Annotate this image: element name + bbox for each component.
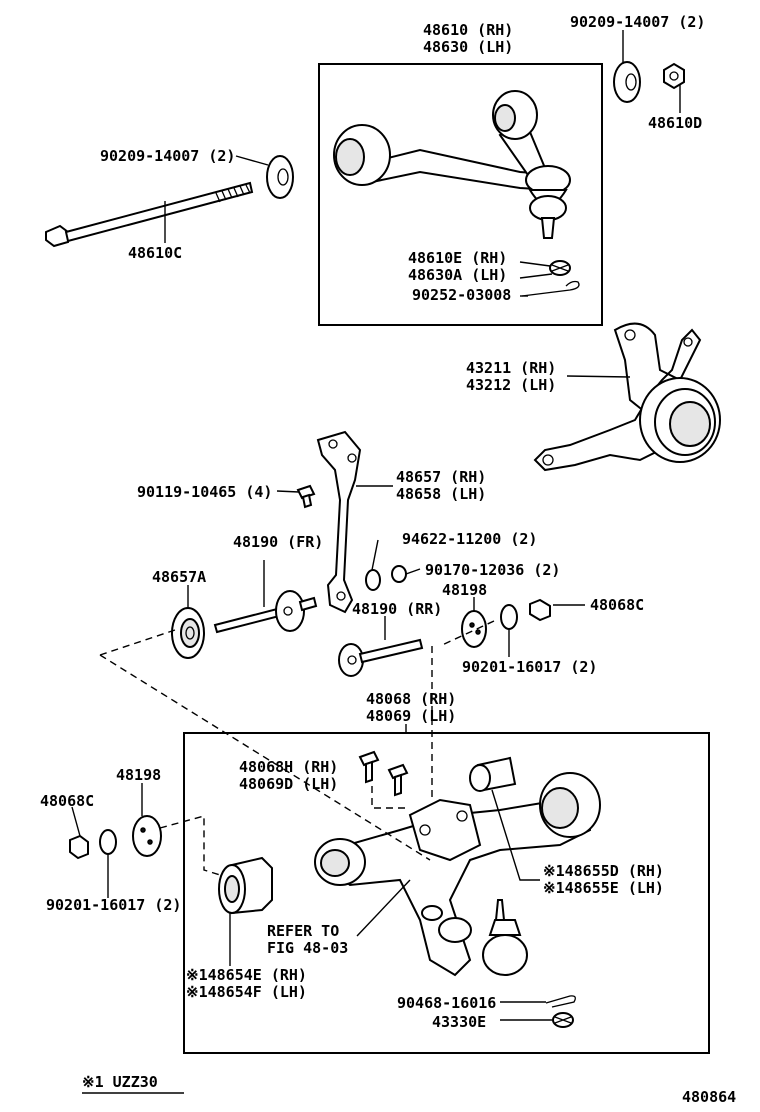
label-washer-90201-left: 90201-16017 (2) — [46, 896, 181, 914]
label-bush-rear-lh: ※148655E (LH) — [543, 879, 664, 897]
label-upper-arm-rh: 48610 (RH) — [423, 21, 513, 39]
label-bolt-90119: 90119-10465 (4) — [137, 483, 272, 501]
cotter-pin-90468 — [545, 995, 576, 1008]
diagram-id: 480864 — [682, 1088, 736, 1106]
castle-nut-43330e — [552, 1012, 574, 1028]
bolt-48610c — [45, 181, 254, 248]
label-nut-43330e: 43330E — [432, 1013, 486, 1031]
label-refer-fig: FIG 48-03 — [267, 939, 348, 957]
lower-control-arm — [314, 756, 601, 977]
upper-control-arm — [333, 90, 571, 239]
upper-arm-assembly-frame — [318, 63, 603, 326]
washer-90201-right — [500, 604, 518, 630]
label-bolt-48610c: 48610C — [128, 244, 182, 262]
label-upper-arm-lh: 48630 (LH) — [423, 38, 513, 56]
label-lower-arm-rh: 48068 (RH) — [366, 690, 456, 708]
steering-knuckle — [533, 322, 721, 472]
cam-bolt-48190-rr — [338, 638, 424, 677]
label-nut-48610e-rh: 48610E (RH) — [408, 249, 507, 267]
bushing-48654 — [218, 856, 273, 915]
label-nut-48610d: 48610D — [648, 114, 702, 132]
label-lower-arm-lh: 48069 (LH) — [366, 707, 456, 725]
cam-plate-48198-left — [132, 815, 162, 857]
bolt-90119 — [296, 484, 316, 509]
washer-94622 — [365, 569, 381, 591]
cam-plate-48198-right — [461, 610, 487, 648]
label-bush-48657a: 48657A — [152, 568, 206, 586]
strut-bracket-48657 — [316, 430, 362, 614]
label-cam-48198-left: 48198 — [116, 766, 161, 784]
label-bush-rear-rh: ※148655D (RH) — [543, 862, 664, 880]
lower-arm-assembly-frame — [183, 732, 710, 1054]
label-nut-90170: 90170-12036 (2) — [425, 561, 560, 579]
nut-48610d — [663, 62, 685, 90]
footnote: ※1 UZZ30 — [82, 1073, 158, 1091]
washer-90201-left — [99, 829, 117, 855]
cam-bolt-48190-fr — [213, 590, 318, 634]
label-bolt-rr: 48190 (RR) — [352, 600, 442, 618]
label-refer-to: REFER TO — [267, 922, 339, 940]
label-knuckle-lh: 43212 (LH) — [466, 376, 556, 394]
bushing-48657a — [171, 607, 205, 659]
cotter-pin-90252 — [521, 280, 580, 297]
label-nut-48068c-right: 48068C — [590, 596, 644, 614]
label-bush-front-rh: ※148654E (RH) — [186, 966, 307, 984]
label-knuckle-rh: 43211 (RH) — [466, 359, 556, 377]
nut-48068c-right — [529, 598, 551, 622]
label-cam-48198-right: 48198 — [442, 581, 487, 599]
label-washer-left: 90209-14007 (2) — [100, 147, 235, 165]
label-pin-90468: 90468-16016 — [397, 994, 496, 1012]
nut-90170 — [391, 565, 407, 583]
label-bolt-48069d-lh: 48069D (LH) — [239, 775, 338, 793]
washer-90209-top — [613, 61, 641, 103]
label-pin-90252: 90252-03008 — [412, 286, 511, 304]
label-nut-48068c-left: 48068C — [40, 792, 94, 810]
label-nut-48630a-lh: 48630A (LH) — [408, 266, 507, 284]
label-washer-top-right: 90209-14007 (2) — [570, 13, 705, 31]
label-bracket-rh: 48657 (RH) — [396, 468, 486, 486]
washer-90209-left — [266, 155, 294, 199]
label-washer-94622: 94622-11200 (2) — [402, 530, 537, 548]
label-bracket-lh: 48658 (LH) — [396, 485, 486, 503]
label-washer-90201-right: 90201-16017 (2) — [462, 658, 597, 676]
label-bolt-48068h-rh: 48068H (RH) — [239, 758, 338, 776]
bolts-48068h — [358, 750, 409, 797]
nut-48068c-left — [69, 834, 89, 860]
label-bolt-fr: 48190 (FR) — [233, 533, 323, 551]
ball-joint-lower — [482, 899, 528, 976]
castle-nut-48610e — [549, 260, 571, 276]
label-bush-front-lh: ※148654F (LH) — [186, 983, 307, 1001]
